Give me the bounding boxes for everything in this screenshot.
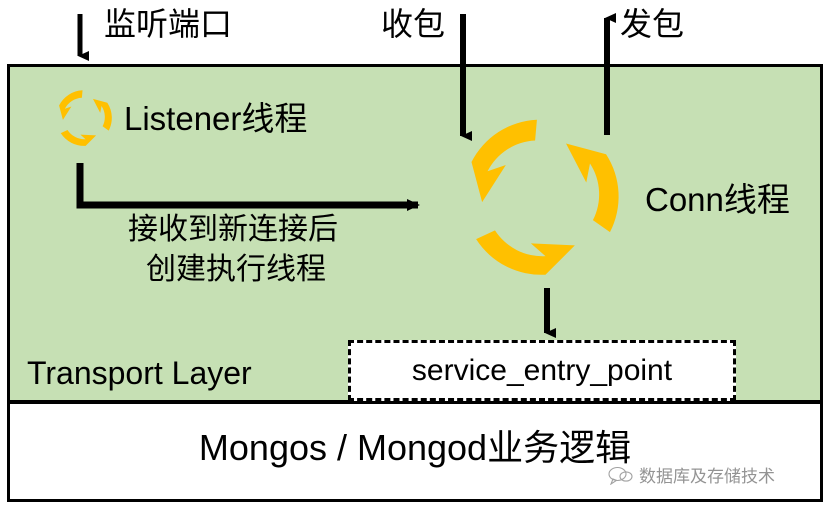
- new-connection-note-line2: 创建执行线程: [146, 253, 326, 286]
- send-packet-label: 发包: [620, 6, 685, 42]
- new-connection-note-line1: 接收到新连接后: [128, 213, 338, 246]
- listen-port-label: 监听端口: [104, 6, 233, 42]
- service-entry-point-label: service_entry_point: [411, 354, 673, 387]
- recv-packet-label: 收包: [381, 6, 446, 42]
- listener-thread-label: Listener线程: [124, 100, 308, 137]
- transport-layer-label: Transport Layer: [27, 355, 252, 391]
- business-logic-box: Mongos / Mongod业务逻辑: [7, 401, 823, 502]
- service-entry-point-box: service_entry_point: [348, 340, 736, 401]
- business-logic-label: Mongos / Mongod业务逻辑: [198, 427, 632, 468]
- chat-bubble-icon: [608, 466, 633, 485]
- watermark-text: 数据库及存储技术: [639, 467, 775, 486]
- watermark: 数据库及存储技术: [608, 462, 775, 487]
- conn-thread-label: Conn线程: [645, 181, 790, 218]
